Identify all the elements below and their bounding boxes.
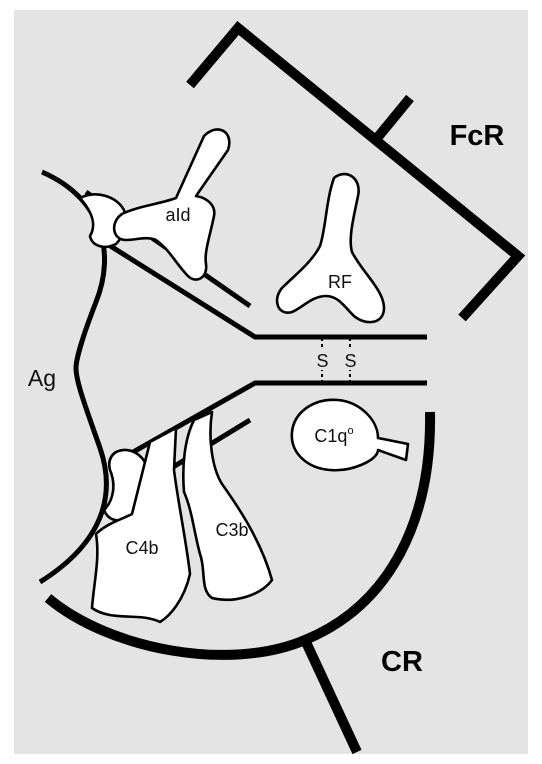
c1q-superscript: o xyxy=(347,425,353,437)
disulfide-label-left: S xyxy=(316,351,328,371)
anti-idiotype-label: aId xyxy=(165,205,190,225)
fcr-label: FcR xyxy=(450,120,505,152)
ag-label: Ag xyxy=(28,365,56,391)
c4b-label: C4b xyxy=(125,538,158,558)
rheumatoid-factor-label: RF xyxy=(328,272,352,292)
disulfide-label-right: S xyxy=(344,351,356,371)
cr-label: CR xyxy=(381,646,423,678)
c3b-label: C3b xyxy=(215,520,248,540)
